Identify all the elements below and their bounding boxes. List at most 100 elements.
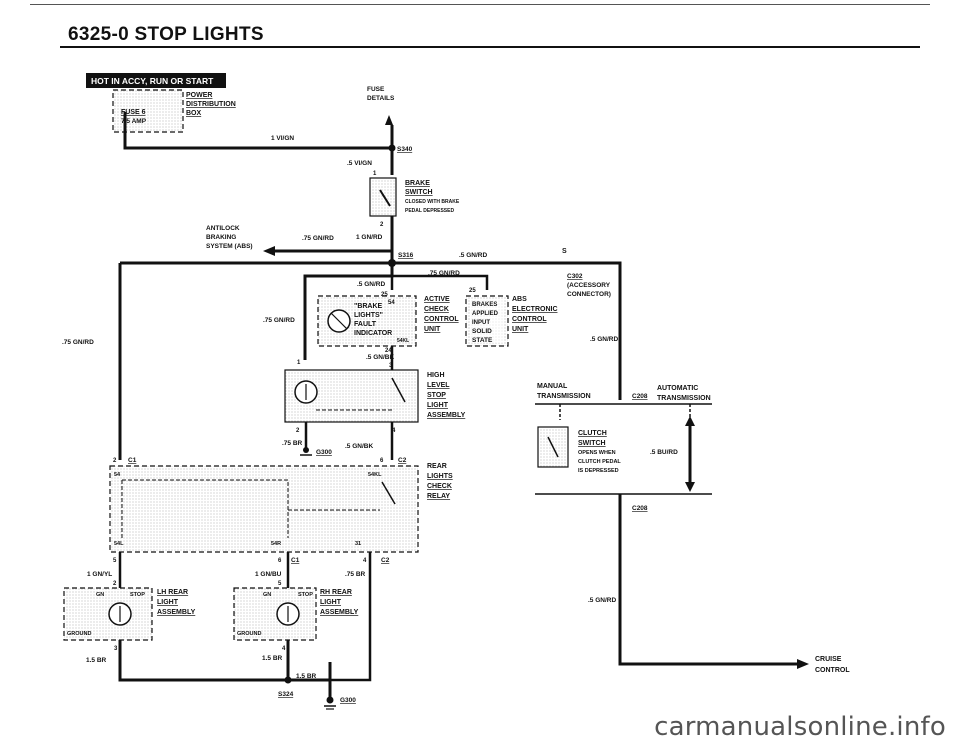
splice-s324: S324 (278, 691, 294, 698)
relay-pin-31: 31 (355, 541, 361, 547)
rh-label-1: RH REAR (320, 589, 352, 596)
connector-c302: C302 (567, 273, 583, 280)
check-label-2: CHECK (424, 306, 449, 313)
relay-pin-54r: 54R (271, 541, 281, 547)
relay-label-4: RELAY (427, 493, 450, 500)
auto-trans-1: AUTOMATIC (657, 385, 698, 392)
splice-s340: S340 (397, 146, 413, 153)
wire-to-cruise (618, 494, 797, 666)
watermark: carmanualsonline.info (654, 712, 946, 742)
lh-pin-3: 3 (114, 646, 118, 652)
relay-pin-5: 5 (113, 558, 117, 564)
wire-label-5gnrd-low: .5 GN/RD (588, 597, 616, 604)
abs-label-2: BRAKING (206, 234, 236, 241)
splice-s324-dot (284, 676, 292, 684)
clutch-note-2: CLUTCH PEDAL (578, 459, 621, 465)
abs-unit-pin-25: 25 (469, 288, 476, 294)
wire-label-5burd: .5 BU/RD (650, 449, 678, 456)
wire-label-75a: .75 GN/RD (428, 270, 460, 277)
relay-contact (381, 481, 396, 505)
wire-label-1vign: 1 VI/GN (271, 135, 294, 142)
abs-unit-label-4: UNIT (512, 326, 529, 333)
check-pin-24: 24 (385, 348, 392, 354)
rh-gn: GN (263, 592, 271, 598)
clutch-note-3: IS DEPRESSED (578, 468, 619, 474)
fuse-label: FUSE 6 (121, 109, 146, 116)
clutch-label-2: SWITCH (578, 440, 606, 447)
wire-label-brake-in: .5 VI/GN (347, 160, 372, 167)
auto-trans-2: TRANSMISSION (657, 395, 711, 402)
wire-label-left2: .75 GN/RD (263, 317, 295, 324)
wire-label-bus-right: .5 GN/RD (459, 252, 487, 259)
ground-g300-a: G300 (316, 449, 332, 456)
wire-label-abs: .75 GN/RD (302, 235, 334, 242)
check-pin-54kl: 54KL (397, 338, 409, 344)
lh-stop: STOP (130, 592, 145, 598)
high-stop-pin-4: 4 (392, 428, 396, 434)
check-pin-25: 25 (381, 292, 388, 298)
ground-g300-b: G300 (340, 697, 356, 704)
check-label-1: ACTIVE (424, 296, 450, 303)
wire-label-75br2: .75 BR (345, 571, 366, 578)
check-inner-3: FAULT (354, 321, 377, 328)
relay-c1-b: C1 (291, 557, 300, 564)
cruise-label-2: CONTROL (815, 667, 850, 674)
relay-pin-54: 54 (114, 472, 121, 478)
relay-label-2: LIGHTS (427, 473, 453, 480)
wire-label-right-vert: .5 GN/RD (590, 336, 618, 343)
lh-rear-light-assembly (63, 587, 153, 641)
pdb-label-3: BOX (186, 110, 202, 117)
abs-inner-5: STATE (472, 337, 493, 344)
abs-label-3: SYSTEM (ABS) (206, 243, 253, 250)
cruise-label-1: CRUISE (815, 656, 842, 663)
auto-arrow-top (685, 416, 695, 426)
rh-ground: GROUND (237, 631, 261, 637)
manual-trans-2: TRANSMISSION (537, 393, 591, 400)
lamp-filament-icon (330, 312, 348, 330)
wire-power-feed (123, 112, 394, 150)
wire-main-bus (120, 261, 622, 345)
relay-internal-circuit (121, 479, 380, 538)
brake-switch-contact (379, 189, 391, 207)
title-rule (60, 46, 920, 48)
fuse-amp: 7.5 AMP (121, 118, 147, 125)
high-stop-pin-3: 3 (389, 363, 393, 369)
abs-inner-4: SOLID (472, 328, 492, 335)
check-inner-4: INDICATOR (354, 330, 392, 337)
relay-label-3: CHECK (427, 483, 452, 490)
wire-label-5gnbk2: .5 GN/BK (345, 443, 373, 450)
fuse-details-1: FUSE (367, 86, 385, 93)
check-label-3: CONTROL (424, 316, 459, 323)
lh-label-3: ASSEMBLY (157, 609, 196, 616)
relay-c2-b: C2 (381, 557, 390, 564)
connector-desc-1: (ACCESSORY (567, 282, 611, 289)
ground-g300-dot (326, 696, 334, 704)
brake-switch-label-1: BRAKE (405, 180, 430, 187)
wire-label-15br-l: 1.5 BR (86, 657, 107, 664)
wire-label-1gnyl: 1 GN/YL (87, 571, 112, 578)
pdb-label-1: POWER (186, 92, 212, 99)
wire-label-75br: .75 BR (282, 440, 303, 447)
clutch-label-1: CLUTCH (578, 430, 607, 437)
wire-label-5gnbk: .5 GN/BK (366, 354, 394, 361)
wire-label-left1: .75 GN/RD (62, 339, 94, 346)
check-label-4: UNIT (424, 326, 441, 333)
wire-label-15br-m: 1.5 BR (262, 655, 283, 662)
wire-to-abs (273, 249, 394, 263)
brake-pin-1: 1 (373, 171, 377, 177)
high-stop-pin-2: 2 (296, 428, 300, 434)
check-inner-1: "BRAKE (354, 303, 383, 310)
lh-label-1: LH REAR (157, 589, 188, 596)
abs-inner-3: INPUT (472, 320, 490, 326)
wire-label-5gnrd-b: .5 GN/RD (357, 281, 385, 288)
abs-inner-2: APPLIED (472, 311, 499, 317)
splice-s: S (562, 248, 567, 255)
lh-label-2: LIGHT (157, 599, 179, 606)
wire-to-abs-unit (392, 274, 489, 290)
brake-switch-note-2: PEDAL DEPRESSED (405, 208, 454, 214)
brake-switch-note-1: CLOSED WITH BRAKE (405, 199, 460, 205)
clutch-note-1: OPENS WHEN (578, 450, 616, 456)
abs-label-1: ANTILOCK (206, 225, 240, 232)
connector-desc-2: CONNECTOR) (567, 291, 611, 298)
auto-arrow-bottom (685, 482, 695, 492)
